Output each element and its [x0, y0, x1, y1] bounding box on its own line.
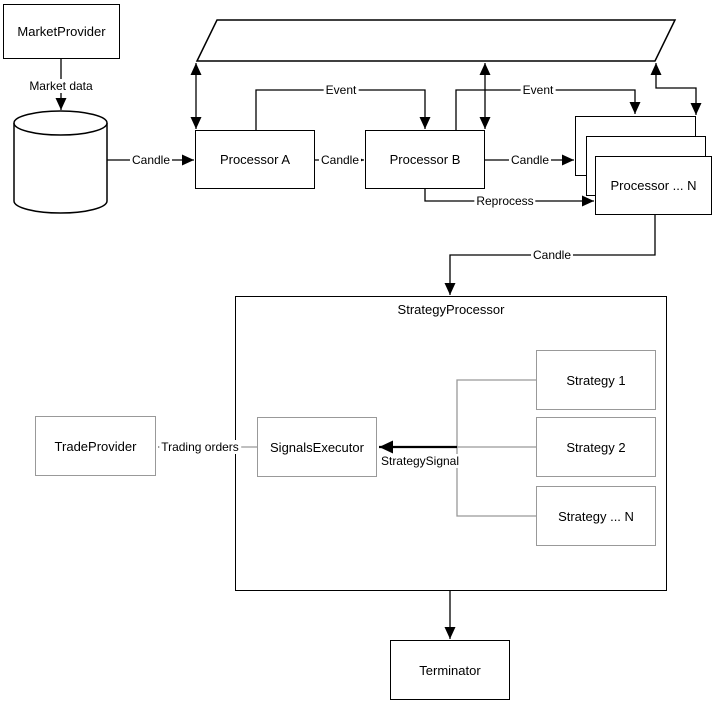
edge-label-candle-n-strategy: Candle [530, 248, 574, 262]
edge-label-strategy-signal: StrategySignal [378, 454, 462, 468]
edge-label-trading-orders: Trading orders [159, 440, 241, 454]
strategy-n-node: Strategy ... N [536, 486, 656, 546]
edge-label-candle-source: Candle [129, 153, 173, 167]
edge-label-event-b-n: Event [520, 83, 556, 97]
trade-provider-node: TradeProvider [35, 416, 156, 476]
strategy-2-node: Strategy 2 [536, 417, 656, 477]
processor-n-node: Processor ... N [595, 156, 712, 215]
edge-label-candle-a-b: Candle [318, 153, 362, 167]
edge-label-candle-b-n: Candle [508, 153, 552, 167]
processor-b-node: Processor B [365, 130, 485, 189]
market-provider-node: MarketProvider [3, 4, 120, 59]
shared-context-parallelogram [195, 19, 677, 62]
terminator-node: Terminator [390, 640, 510, 700]
signals-executor-node: SignalsExecutor [257, 417, 377, 477]
edge-label-reprocess: Reprocess [474, 194, 536, 208]
edge-label-market-data: Market data [27, 79, 95, 93]
strategy-processor-title: StrategyProcessor [397, 302, 505, 317]
processor-a-node: Processor A [195, 130, 315, 189]
source-cylinder-top [13, 110, 108, 136]
edge-label-event-a-b: Event [323, 83, 359, 97]
source-cylinder-body [13, 123, 108, 214]
strategy-1-node: Strategy 1 [536, 350, 656, 410]
